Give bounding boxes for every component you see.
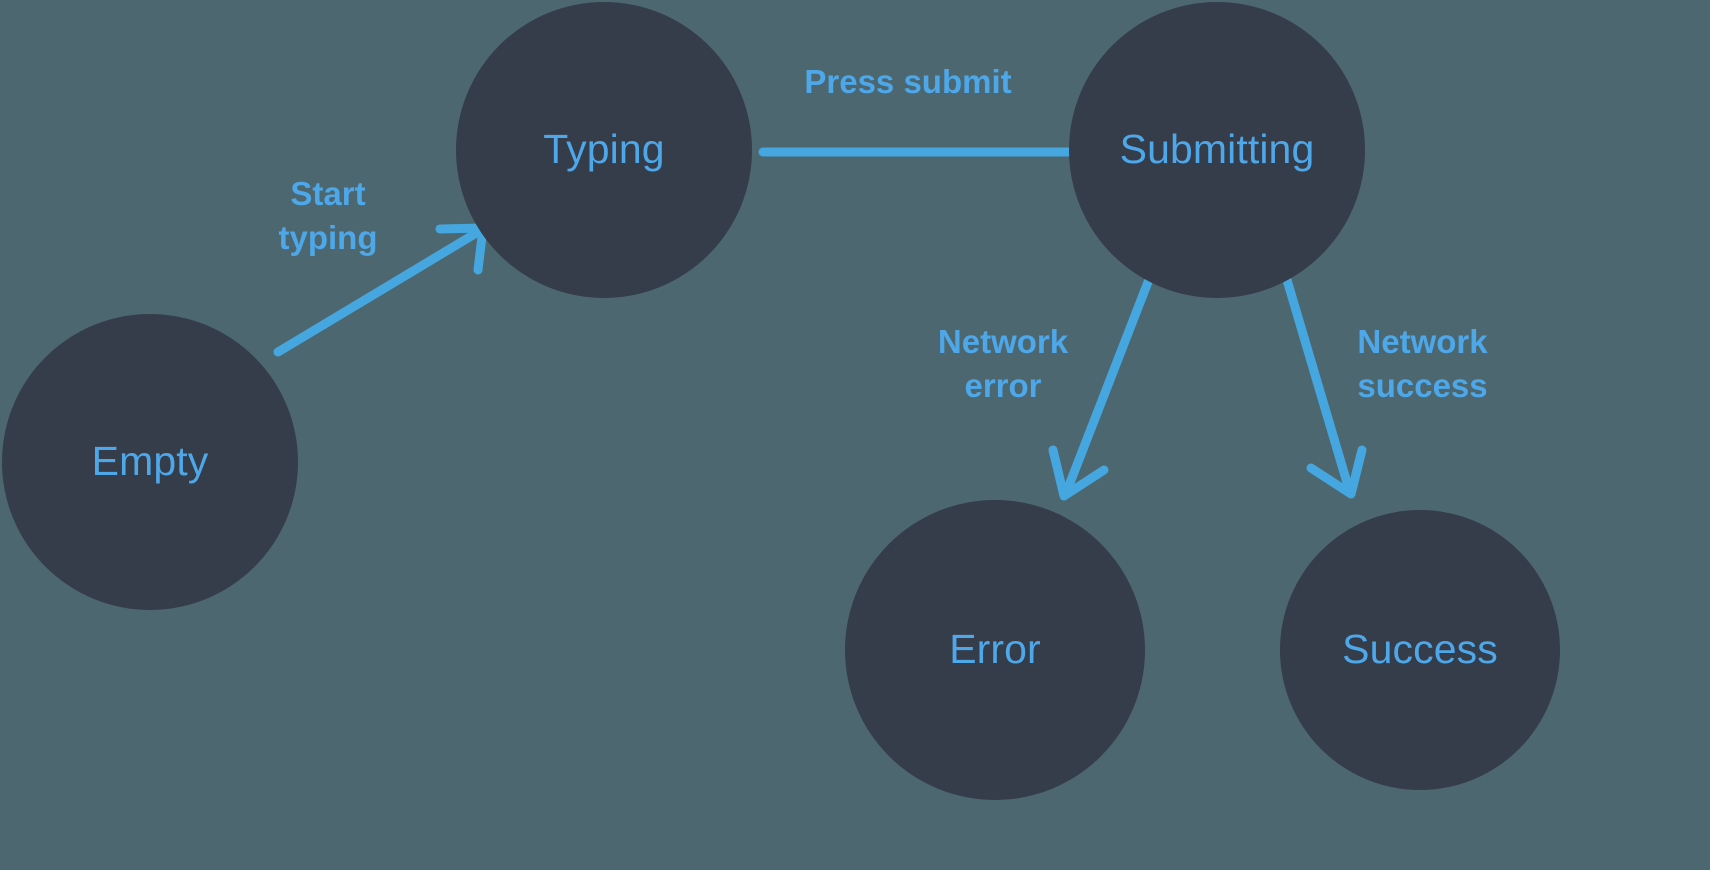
state-node-error[interactable]: Error — [845, 500, 1145, 800]
state-node-submitting[interactable]: Submitting — [1069, 2, 1365, 298]
state-label-error: Error — [949, 626, 1041, 673]
arrowhead-empty-to-typing — [435, 223, 488, 275]
edge-label-network-error: Network error — [937, 323, 1069, 404]
state-label-typing: Typing — [543, 126, 665, 173]
edge-label-network-success: Network success — [1357, 323, 1488, 404]
state-label-success: Success — [1342, 626, 1498, 673]
edge-label-press-submit: Press submit — [804, 63, 1012, 100]
state-label-submitting: Submitting — [1119, 126, 1315, 173]
arrowhead-submitting-to-error — [1048, 445, 1109, 501]
state-label-empty: Empty — [91, 438, 209, 485]
arrowhead-submitting-to-success — [1306, 445, 1367, 499]
edge-label-start-typing: Start typing — [278, 175, 378, 256]
state-node-empty[interactable]: Empty — [2, 314, 298, 610]
state-node-success[interactable]: Success — [1280, 510, 1560, 790]
state-node-typing[interactable]: Typing — [456, 2, 752, 298]
